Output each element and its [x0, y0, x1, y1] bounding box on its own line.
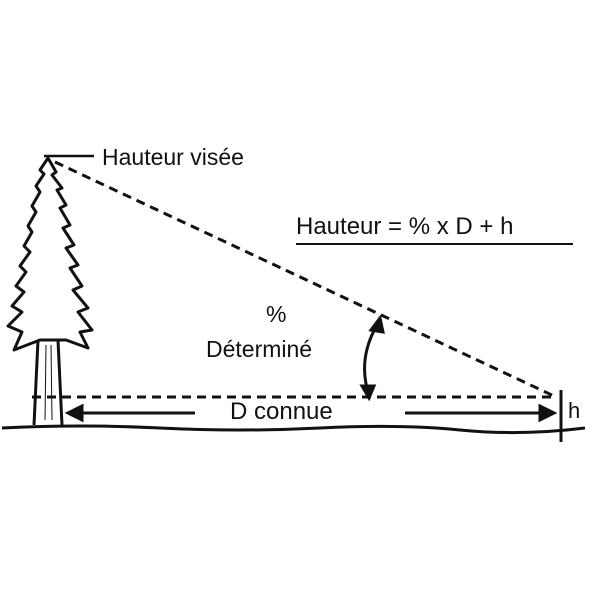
formula-label: Hauteur = % x D + h — [296, 213, 514, 240]
distance-arrow-left — [64, 403, 195, 423]
tree-icon — [6, 156, 94, 426]
target-height-label: Hauteur visée — [102, 144, 244, 170]
observer-height-label: h — [568, 398, 581, 423]
sight-line-dashed — [54, 160, 557, 399]
ground-line — [1, 424, 586, 435]
known-distance-label: D connue — [230, 398, 333, 425]
angle-arc-arrow — [359, 314, 385, 402]
determined-label: Déterminé — [206, 336, 313, 362]
distance-arrow-right — [405, 403, 558, 423]
percent-label: % — [266, 301, 287, 327]
